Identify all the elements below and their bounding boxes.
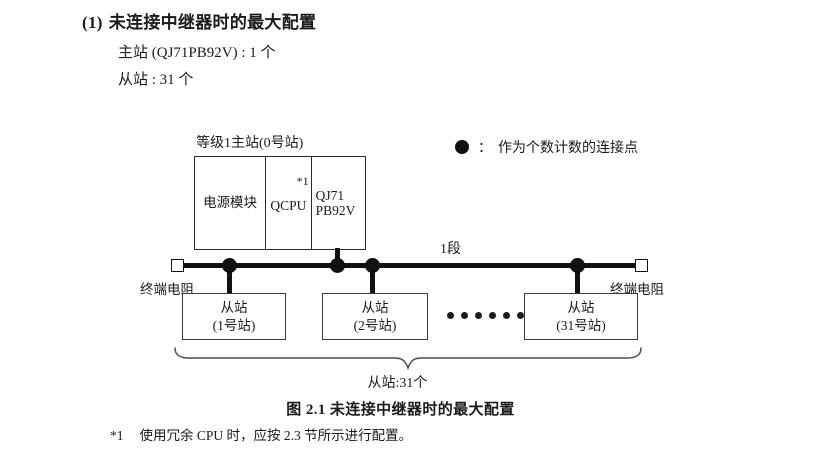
section-number: (1) xyxy=(82,13,103,32)
slave-station-title-31: 从站 xyxy=(567,300,595,316)
drop-line-slave-2 xyxy=(370,266,375,294)
slave-station-number-1: (1号站) xyxy=(212,317,256,333)
legend: ： 作为个数计数的连接点 xyxy=(455,137,638,157)
footnote-text: 使用冗余 CPU 时，应按 2.3 节所示进行配置。 xyxy=(139,428,413,443)
qcpu-module-label: QCPU xyxy=(270,198,307,214)
segment-label: 1段 xyxy=(440,242,461,257)
terminating-resistor-icon-right xyxy=(635,259,648,272)
slave-group-brace-label: 从站:31个 xyxy=(0,372,821,392)
qcpu-module-cell: QCPU *1 xyxy=(266,157,312,249)
drop-line-master xyxy=(335,248,340,266)
figure-caption: 图 2.1 未连接中继器时的最大配置 xyxy=(0,398,821,419)
slave-station-title-1: 从站 xyxy=(220,300,248,316)
slave-station-box-31: 从站 (31号站) xyxy=(524,293,638,340)
qj71pb92v-line1: QJ71 xyxy=(315,187,345,203)
drop-line-slave-1 xyxy=(227,266,232,294)
slave-station-number-2: (2号站) xyxy=(353,317,397,333)
power-supply-module-cell: 电源模块 xyxy=(195,157,267,249)
connection-point-dot-icon xyxy=(330,258,345,273)
ellipsis-dots-icon xyxy=(447,312,524,319)
slave-group-brace-text: 从站:31个 xyxy=(367,376,428,391)
footnote-mark: *1 xyxy=(110,428,124,443)
qj71pb92v-module-label: QJ71 PB92V xyxy=(316,188,356,218)
terminating-resistor-icon-left xyxy=(171,259,184,272)
spec-master-count: 主站 (QJ71PB92V) : 1 个 xyxy=(118,45,276,61)
power-supply-module-label: 电源模块 xyxy=(203,195,258,211)
figure-caption-text: 图 2.1 未连接中继器时的最大配置 xyxy=(286,402,515,418)
terminating-resistor-label-left: 终端电阻 xyxy=(140,282,194,297)
master-station-label: 等级1主站(0号站) xyxy=(196,136,304,151)
brace-shape-icon xyxy=(174,347,642,371)
connection-point-dot-icon xyxy=(222,258,237,273)
legend-text: 作为个数计数的连接点 xyxy=(498,141,638,156)
section-title-text: 未连接中继器时的最大配置 xyxy=(108,13,317,32)
network-configuration-diagram: ： 作为个数计数的连接点 等级1主站(0号站) 电源模块 QCPU *1 QJ7… xyxy=(0,120,821,392)
trunk-bus-line xyxy=(180,263,638,268)
slave-group-brace xyxy=(172,347,644,371)
qj71pb92v-module-cell: QJ71 PB92V xyxy=(312,157,365,249)
footnote: *1 使用冗余 CPU 时，应按 2.3 节所示进行配置。 xyxy=(110,424,412,444)
connection-point-dot-icon xyxy=(365,258,380,273)
slave-station-box-2: 从站 (2号站) xyxy=(322,293,428,340)
slave-station-title-2: 从站 xyxy=(361,300,389,316)
section-heading: (1) 未连接中继器时的最大配置 xyxy=(82,8,316,33)
slave-station-number-31: (31号站) xyxy=(556,317,606,333)
qj71pb92v-line2: PB92V xyxy=(315,203,356,218)
legend-colon: ： xyxy=(478,141,492,156)
drop-line-slave-31 xyxy=(575,266,580,294)
slave-station-box-1: 从站 (1号站) xyxy=(182,293,286,340)
connection-point-dot-icon xyxy=(455,140,469,154)
master-module-rack: 电源模块 QCPU *1 QJ71 PB92V xyxy=(194,156,366,250)
connection-point-dot-icon xyxy=(570,258,585,273)
qcpu-footnote-mark: *1 xyxy=(296,174,309,188)
spec-slave-count: 从站 : 31 个 xyxy=(118,72,194,88)
